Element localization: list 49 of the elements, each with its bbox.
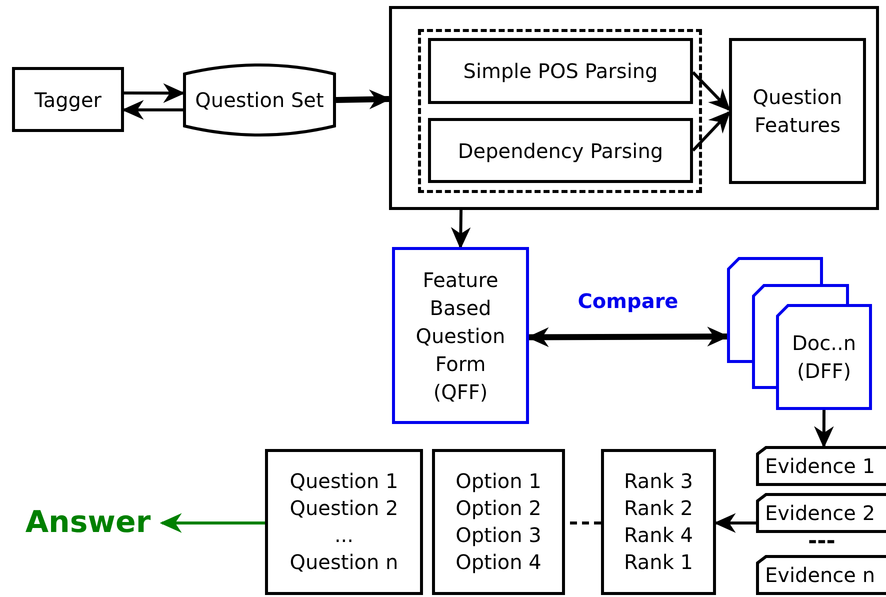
node-label: Simple POS Parsing bbox=[462, 58, 659, 85]
list-box bbox=[601, 449, 716, 595]
node-label: Doc..n (DFF) bbox=[790, 330, 858, 385]
node-label: Question 1 bbox=[288, 468, 400, 495]
arrow bbox=[692, 110, 730, 152]
node-label: Evidence 2 bbox=[764, 500, 876, 527]
node-label: Rank 1 bbox=[622, 549, 694, 576]
process-box bbox=[729, 38, 866, 184]
answer-text: Answer bbox=[24, 509, 152, 537]
arrow bbox=[714, 513, 756, 533]
node-label: Option 2 bbox=[454, 495, 542, 522]
node-label: Dependency Parsing bbox=[456, 138, 664, 164]
node-label: Evidence 1 bbox=[764, 453, 876, 480]
node-label: Tagger bbox=[33, 86, 103, 114]
node-label: ... bbox=[333, 522, 355, 549]
ellipsis-mark: --- bbox=[808, 530, 836, 554]
process-box bbox=[12, 67, 124, 132]
list-box bbox=[432, 449, 565, 595]
evidence-card bbox=[756, 446, 884, 486]
module-frame bbox=[389, 6, 879, 210]
node-label: Feature Based Question Form (QFF) bbox=[414, 266, 506, 406]
node-label: Evidence n bbox=[764, 562, 876, 589]
node-label: Option 3 bbox=[454, 522, 542, 549]
node-label: Rank 2 bbox=[622, 495, 694, 522]
node-label: Question Features bbox=[752, 84, 844, 139]
node-label: Rank 3 bbox=[622, 468, 694, 495]
arrow bbox=[124, 83, 186, 103]
group-frame bbox=[418, 29, 702, 193]
node-label: Question 2 bbox=[288, 495, 400, 522]
node-label: Question Set bbox=[194, 87, 325, 114]
evidence-card bbox=[756, 555, 884, 595]
arrow bbox=[526, 326, 730, 348]
arrow bbox=[450, 210, 471, 250]
node-label: Option 1 bbox=[454, 468, 542, 495]
process-box bbox=[428, 118, 693, 183]
arrow bbox=[122, 100, 183, 120]
node-label: Question n bbox=[288, 549, 400, 576]
arrow bbox=[814, 410, 834, 448]
process-box bbox=[428, 38, 693, 104]
node-label: Rank 4 bbox=[622, 522, 694, 549]
document-shape bbox=[776, 304, 872, 410]
data-set-shape bbox=[183, 62, 336, 138]
arrow bbox=[160, 513, 265, 533]
node-label: Option 4 bbox=[454, 549, 542, 576]
list-box bbox=[265, 449, 423, 595]
evidence-card bbox=[756, 493, 884, 533]
arrow bbox=[336, 90, 392, 110]
form-box bbox=[392, 247, 529, 424]
arrow bbox=[692, 71, 731, 112]
